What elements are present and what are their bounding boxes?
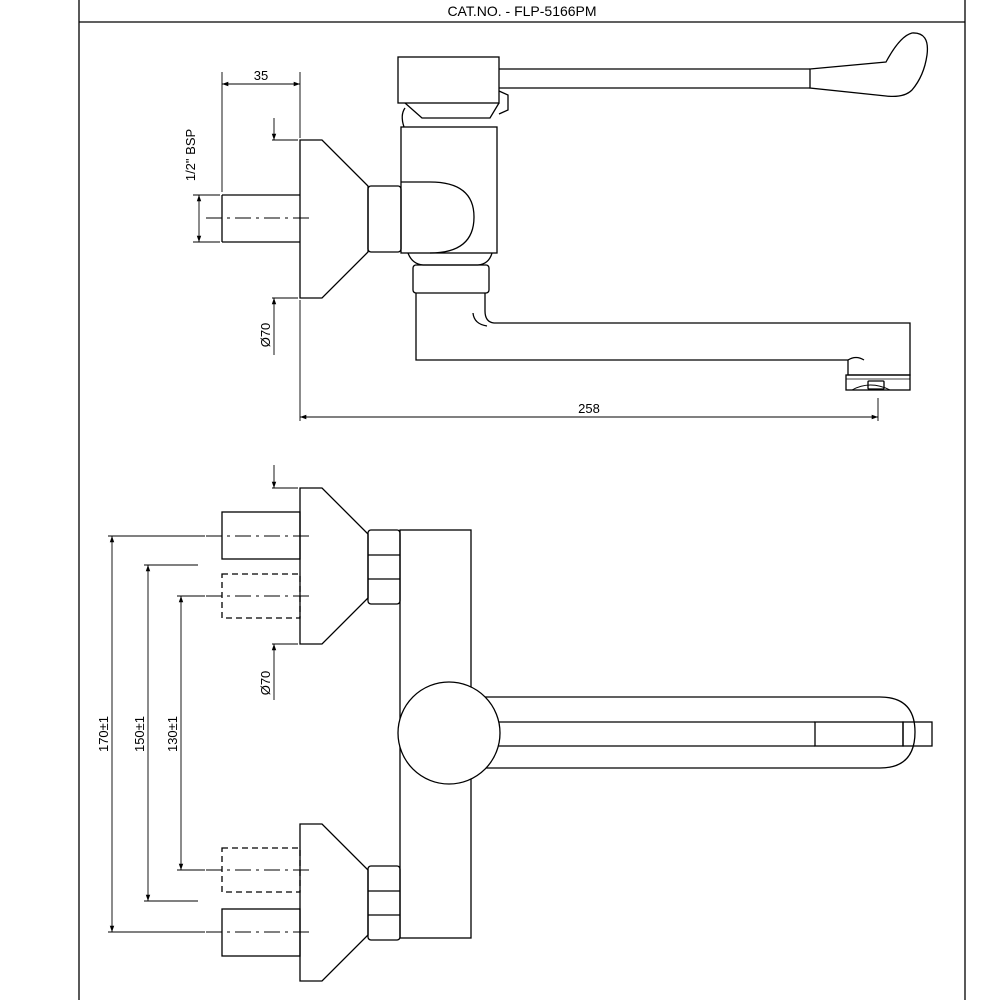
- front-inlet-top: [206, 511, 310, 560]
- dim-130-label: 130±1: [165, 716, 180, 752]
- front-inlet-top-alt: [206, 573, 310, 619]
- dim-dia-side: Ø70: [258, 118, 298, 355]
- front-lever-cap: [397, 681, 501, 785]
- dim-130: 130±1: [165, 595, 205, 871]
- drawing-frame: [78, 0, 966, 1000]
- dim-170-label: 170±1: [96, 716, 111, 752]
- front-view: Ø70 170±1 150±1 130±1: [96, 465, 933, 982]
- side-view: 35 1/2" BSP Ø70 258: [183, 32, 929, 421]
- dim-258-label: 258: [578, 401, 600, 416]
- side-hex-nut: [367, 185, 402, 253]
- front-hex-nut-top: [367, 529, 401, 605]
- catalog-title: CAT.NO. - FLP-5166PM: [447, 3, 597, 19]
- side-swivel-collar: [407, 252, 493, 294]
- front-hex-nut-bottom: [367, 865, 401, 941]
- front-flange-top: [299, 487, 369, 645]
- front-inlet-bottom: [206, 908, 310, 957]
- dim-bsp: 1/2" BSP: [183, 129, 220, 243]
- side-inlet-pipe: [206, 194, 310, 243]
- dim-150: 150±1: [132, 564, 198, 902]
- dim-150-label: 150±1: [132, 716, 147, 752]
- front-inlet-bottom-alt: [206, 847, 310, 893]
- side-lever-handle: [397, 32, 929, 128]
- dim-170: 170±1: [96, 535, 205, 933]
- dim-dia-front-label: Ø70: [258, 671, 273, 696]
- dim-35-label: 35: [254, 68, 268, 83]
- side-mixer-body: [400, 126, 498, 254]
- dim-35: 35: [221, 68, 301, 192]
- front-spout: [471, 696, 933, 769]
- dim-dia-side-label: Ø70: [258, 323, 273, 348]
- dim-bsp-label: 1/2" BSP: [183, 129, 198, 181]
- dim-dia-front: Ø70: [258, 465, 298, 700]
- side-spout: [415, 293, 911, 391]
- front-flange-bottom: [299, 823, 369, 982]
- dim-258: 258: [299, 300, 879, 421]
- side-flange: [299, 139, 369, 299]
